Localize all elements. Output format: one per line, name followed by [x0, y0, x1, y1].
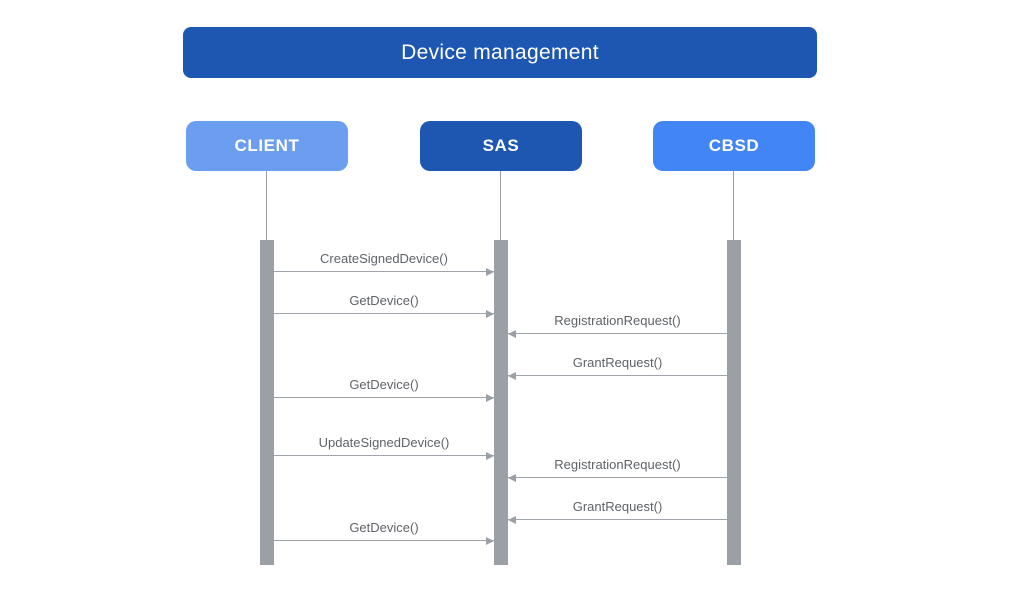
message-grant-request-2: GrantRequest(): [508, 498, 727, 524]
activation-bar-sas: [494, 240, 508, 565]
actor-label-sas: SAS: [482, 136, 520, 155]
lifeline-client: [266, 171, 267, 240]
message-label: GrantRequest(): [572, 499, 663, 514]
arrow-right-icon: [274, 536, 494, 545]
message-label: RegistrationRequest(): [554, 313, 681, 328]
arrow-left-icon: [508, 329, 727, 338]
message-label: GetDevice(): [349, 520, 419, 535]
message-label: CreateSignedDevice(): [320, 251, 448, 266]
arrow-right-icon: [274, 393, 494, 402]
message-create-signed-device: CreateSignedDevice(): [274, 250, 494, 276]
activation-bar-client: [260, 240, 274, 565]
actor-box-cbsd: CBSD: [653, 121, 815, 171]
actor-label-client: CLIENT: [234, 136, 300, 155]
message-update-signed-device: UpdateSignedDevice(): [274, 434, 494, 460]
message-label: GetDevice(): [349, 377, 419, 392]
arrow-right-icon: [274, 451, 494, 460]
actor-box-client: CLIENT: [186, 121, 348, 171]
arrow-left-icon: [508, 473, 727, 482]
diagram-title-banner: Device management: [183, 27, 817, 78]
arrow-left-icon: [508, 371, 727, 380]
lifeline-sas: [500, 171, 501, 240]
message-label: RegistrationRequest(): [554, 457, 681, 472]
message-get-device-1: GetDevice(): [274, 292, 494, 318]
message-registration-request-1: RegistrationRequest(): [508, 312, 727, 338]
activation-bar-cbsd: [727, 240, 741, 565]
actor-box-sas: SAS: [420, 121, 582, 171]
message-label: GrantRequest(): [572, 355, 663, 370]
message-label: GetDevice(): [349, 293, 419, 308]
arrow-right-icon: [274, 309, 494, 318]
message-grant-request-1: GrantRequest(): [508, 354, 727, 380]
lifeline-cbsd: [733, 171, 734, 240]
actor-label-cbsd: CBSD: [708, 136, 760, 155]
arrow-left-icon: [508, 515, 727, 524]
message-label: UpdateSignedDevice(): [318, 435, 450, 450]
message-get-device-2: GetDevice(): [274, 376, 494, 402]
message-get-device-3: GetDevice(): [274, 519, 494, 545]
message-registration-request-2: RegistrationRequest(): [508, 456, 727, 482]
arrow-right-icon: [274, 267, 494, 276]
diagram-title: Device management: [401, 40, 599, 64]
